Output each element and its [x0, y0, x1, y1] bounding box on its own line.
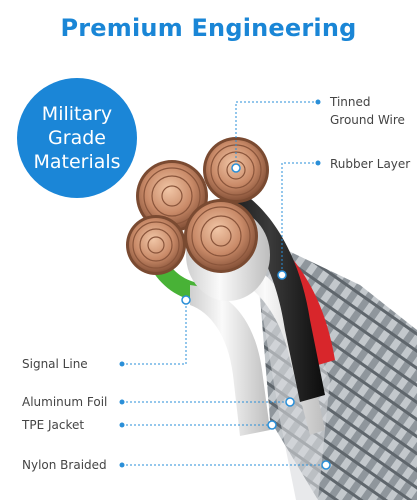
military-grade-badge: Military Grade Materials — [17, 78, 137, 198]
black-wire — [215, 185, 325, 402]
label-nylon-braided: Nylon Braided — [22, 458, 107, 472]
badge-line-2: Grade — [48, 127, 106, 149]
label-signal-line: Signal Line — [22, 357, 88, 371]
label-rubber-layer: Rubber Layer — [330, 157, 411, 171]
copper-bundle-front — [184, 199, 258, 273]
label-tinned-ground-wire: Tinned Ground Wire — [330, 93, 405, 129]
label-aluminum-foil: Aluminum Foil — [22, 395, 108, 409]
copper-bundle-left — [126, 215, 186, 275]
label-tinned-line2: Ground Wire — [330, 113, 405, 127]
callout-dots — [119, 99, 331, 470]
page-title: Premium Engineering — [60, 14, 357, 42]
callout-lines — [122, 101, 326, 466]
copper-bundle-top-left — [136, 160, 208, 232]
label-tpe-jacket: TPE Jacket — [22, 418, 85, 432]
label-tinned-line1: Tinned — [330, 95, 371, 109]
badge-line-1: Military — [41, 103, 113, 125]
badge-line-3: Materials — [33, 151, 121, 173]
